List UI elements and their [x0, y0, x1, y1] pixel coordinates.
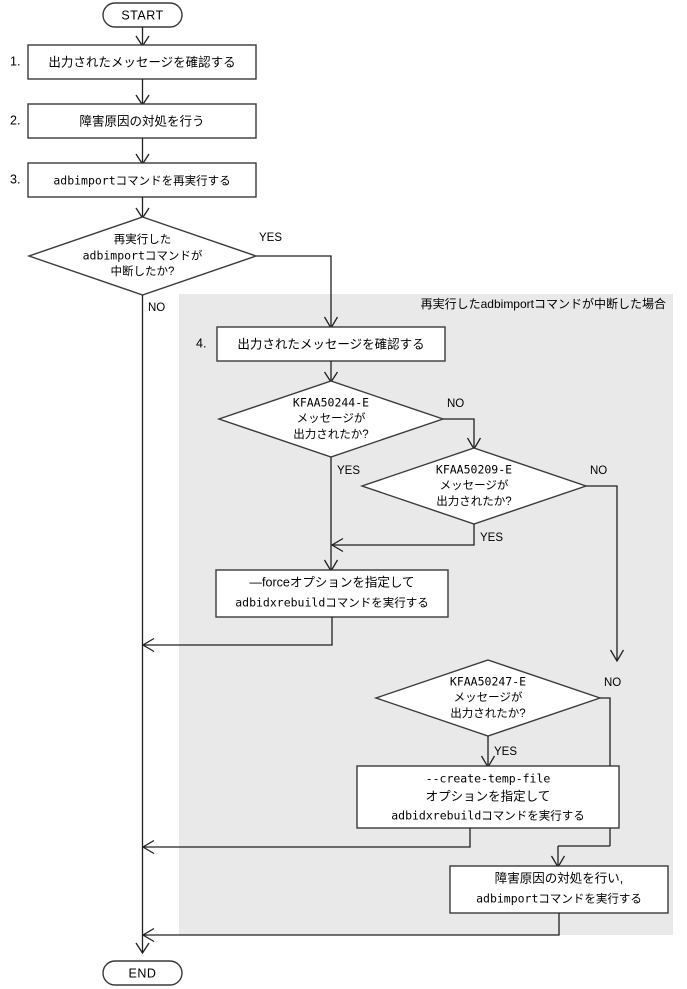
branch-label-no-main: NO — [148, 302, 165, 314]
edge-d50209-no-d50247 — [586, 485, 618, 660]
decision-kfaa50247-line2: メッセージが — [454, 690, 523, 704]
process-box-step4 — [216, 326, 446, 362]
arrowhead-createtemp-to-spine — [141, 839, 155, 855]
branch-label-yes-kfaa50244: YES — [337, 465, 360, 477]
process-box-step3-label: adbimportコマンドを再実行する — [53, 174, 230, 188]
process-box-force-line2: adbidxrebuildコマンドを実行する — [235, 596, 429, 610]
process-box-createtemp-line3: adbidxrebuildコマンドを実行する — [391, 809, 585, 823]
step-number-3: 3. — [10, 172, 20, 186]
arrowhead-d50209-yes-force — [330, 537, 344, 553]
process-box-step1 — [27, 44, 257, 80]
start-terminator-label: START — [121, 8, 163, 22]
branch-label-no-kfaa50244: NO — [447, 398, 464, 410]
decision-interrupted-line3: 中断したか? — [111, 264, 175, 278]
step-number-4: 4. — [196, 336, 206, 350]
edge-d50244-no-d50209 — [443, 418, 475, 448]
step-number-1: 1. — [10, 54, 20, 68]
decision-interrupted-line1: 再実行した — [114, 232, 172, 246]
edge-force-to-spine — [144, 617, 333, 646]
process-box-createtemp-line2: オプションを指定して — [426, 788, 551, 803]
process-box-step2 — [27, 103, 257, 139]
process-box-create-temp-file — [356, 765, 620, 829]
branch-label-no-kfaa50247: NO — [604, 677, 621, 689]
process-box-recover-line1: 障害原因の対処を行い, — [495, 870, 623, 885]
edge-decision-yes-step4 — [256, 255, 332, 327]
decision-kfaa50244-line3: 出力されたか? — [293, 427, 368, 441]
edge-d50209-yes-force — [333, 524, 475, 546]
decision-kfaa50247-line1: KFAA50247-E — [450, 675, 526, 689]
branch-label-yes-kfaa50247: YES — [494, 746, 517, 758]
decision-kfaa50247-line3: 出力されたか? — [450, 706, 525, 720]
arrowhead-recover-to-spine — [141, 927, 155, 943]
process-box-step4-label: 出力されたメッセージを確認する — [237, 336, 424, 351]
branch-label-no-kfaa50209: NO — [590, 465, 607, 477]
process-box-step1-label: 出力されたメッセージを確認する — [48, 54, 235, 69]
arrowhead-d50209-no-d50247 — [609, 649, 625, 663]
step-number-2: 2. — [10, 113, 20, 127]
edge-createtemp-to-spine — [144, 828, 471, 848]
edge-recover-to-spine — [144, 913, 560, 936]
decision-kfaa50244-line2: メッセージが — [297, 411, 366, 425]
decision-kfaa50209-line1: KFAA50209-E — [436, 463, 512, 477]
process-box-recover — [449, 865, 669, 914]
end-terminator-label: END — [129, 966, 157, 980]
group-region-label: 再実行したadbimportコマンドが中断した場合 — [421, 296, 666, 311]
arrowhead-force-to-spine — [141, 637, 155, 653]
decision-interrupted-line2: adbimportコマンドが — [83, 249, 203, 263]
process-box-force-option — [215, 569, 449, 618]
branch-label-yes-main: YES — [259, 232, 282, 244]
process-box-step2-label: 障害原因の対処を行う — [79, 113, 204, 128]
process-box-recover-line2: adbimportコマンドを実行する — [476, 892, 642, 906]
end-terminator — [102, 960, 183, 986]
decision-kfaa50244-line1: KFAA50244-E — [293, 396, 369, 410]
arrowhead-into-end — [135, 942, 150, 955]
decision-kfaa50209-line3: 出力されたか? — [436, 494, 511, 508]
process-box-createtemp-line1: --create-temp-file — [426, 772, 551, 786]
branch-label-yes-kfaa50209: YES — [480, 532, 503, 544]
decision-kfaa50209-line2: メッセージが — [440, 478, 509, 492]
process-box-force-line1: —forceオプションを指定して — [250, 574, 415, 589]
